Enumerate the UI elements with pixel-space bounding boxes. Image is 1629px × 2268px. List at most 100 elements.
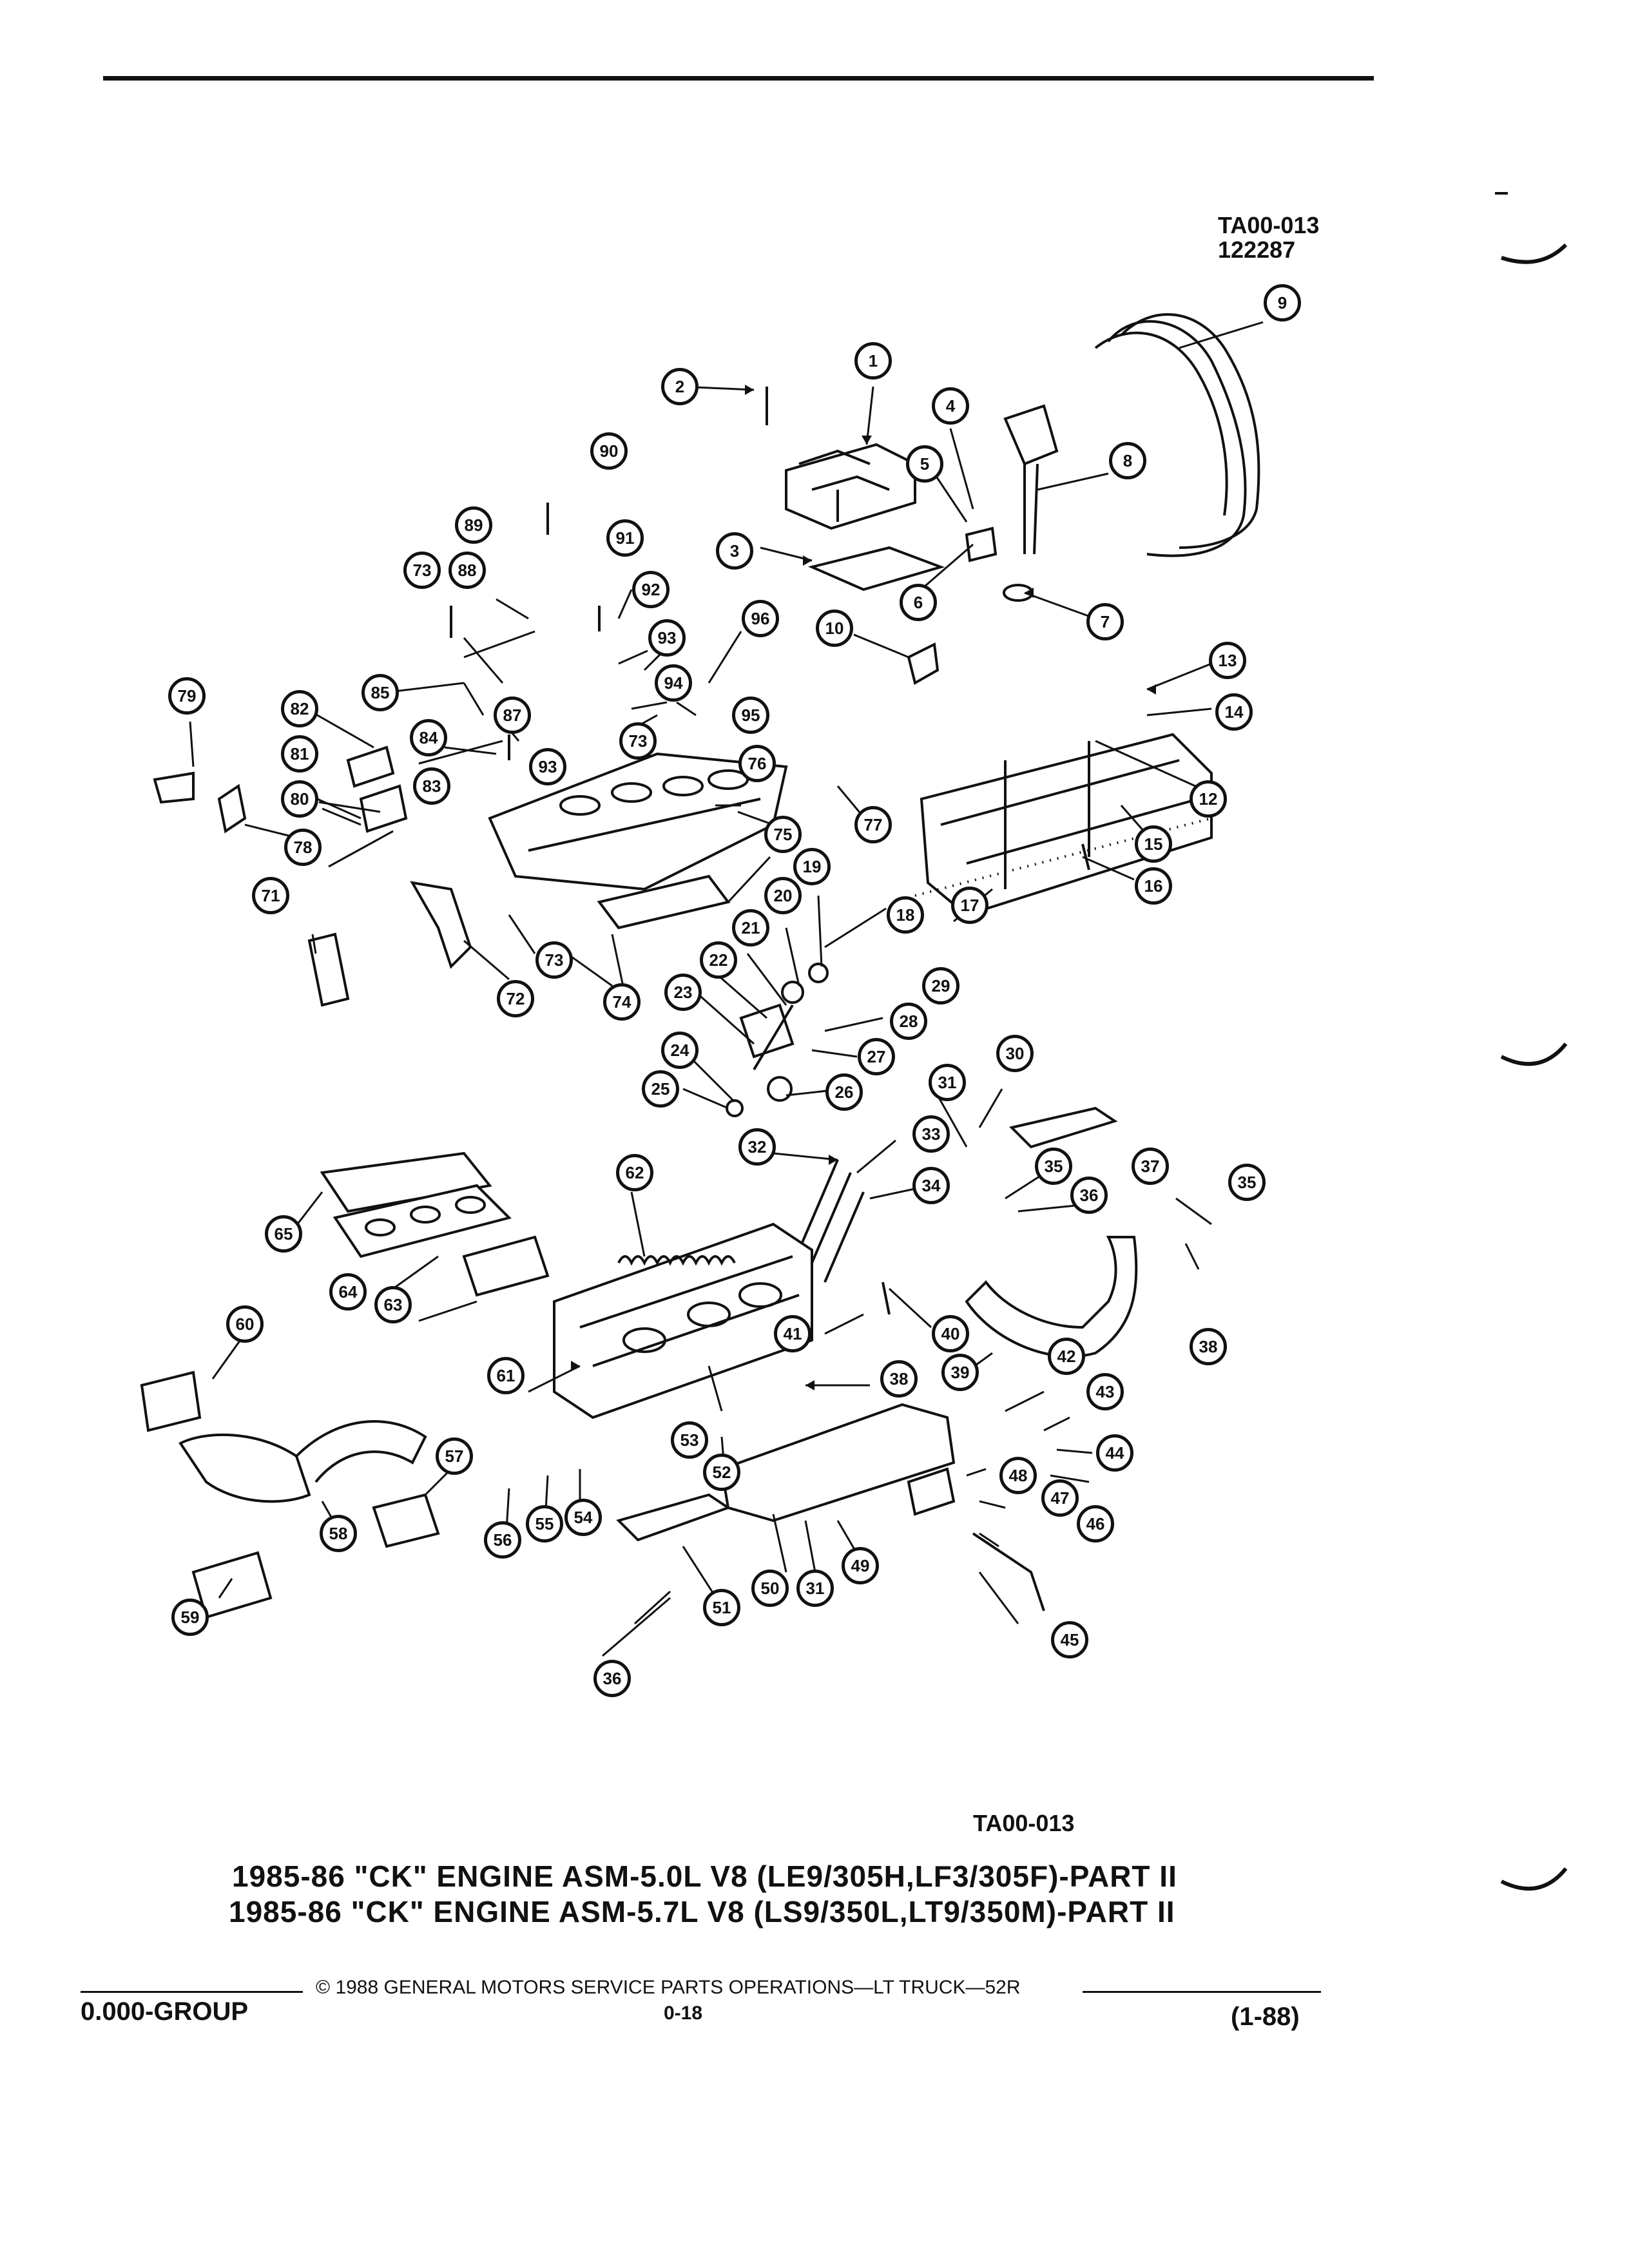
callout-72: 72 — [497, 980, 534, 1017]
footer-group: 0.000-GROUP — [81, 1997, 249, 2026]
callout-77: 77 — [854, 806, 892, 843]
callout-81: 81 — [281, 735, 318, 773]
callout-52: 52 — [703, 1454, 740, 1491]
callout-96: 96 — [742, 600, 779, 637]
callout-13: 13 — [1209, 642, 1246, 679]
callout-85: 85 — [361, 674, 399, 711]
callout-89: 89 — [455, 506, 492, 544]
callout-90: 90 — [590, 432, 628, 470]
callout-58: 58 — [320, 1515, 357, 1552]
callout-12: 12 — [1190, 780, 1227, 818]
callout-57: 57 — [436, 1437, 473, 1475]
callout-55: 55 — [526, 1505, 563, 1542]
callout-33: 33 — [912, 1115, 950, 1153]
callout-41: 41 — [774, 1315, 811, 1352]
callout-91: 91 — [606, 519, 644, 557]
callout-45: 45 — [1051, 1621, 1088, 1658]
footer-page-number: 0-18 — [664, 2003, 703, 2024]
callout-29: 29 — [922, 967, 959, 1004]
callout-93b: 93 — [529, 748, 566, 785]
callout-38: 38 — [1190, 1328, 1227, 1365]
callout-36b: 36 — [593, 1660, 631, 1697]
exploded-parts-diagram — [140, 313, 1264, 1657]
callout-54: 54 — [564, 1499, 602, 1536]
page-title-line-1: 1985-86 "CK" ENGINE ASM-5.0L V8 (LE9/305… — [232, 1860, 1177, 1893]
callout-18: 18 — [887, 896, 924, 934]
callout-26: 26 — [825, 1073, 863, 1111]
footer-rule-right — [1083, 1991, 1321, 1993]
footer-copyright: © 1988 GENERAL MOTORS SERVICE PARTS OPER… — [316, 1977, 1021, 1998]
diagram-ref-code-bottom: TA00-013 — [973, 1810, 1075, 1836]
callout-5: 5 — [906, 445, 943, 483]
footer-rule-left — [81, 1991, 303, 1993]
top-rule — [103, 76, 1374, 81]
callout-88: 88 — [448, 552, 486, 589]
callout-84: 84 — [410, 719, 447, 756]
callout-49: 49 — [842, 1547, 879, 1584]
callout-51: 51 — [703, 1589, 740, 1626]
callout-7: 7 — [1086, 603, 1124, 640]
callout-73a: 73 — [535, 941, 573, 979]
callout-78: 78 — [284, 829, 322, 866]
callout-8: 8 — [1109, 442, 1146, 479]
callout-24: 24 — [661, 1032, 699, 1069]
callout-37: 37 — [1132, 1148, 1169, 1185]
callout-23: 23 — [664, 974, 702, 1011]
callout-43: 43 — [1086, 1373, 1124, 1410]
callout-60: 60 — [226, 1305, 264, 1343]
callout-42: 42 — [1048, 1338, 1085, 1375]
callout-31b: 31 — [796, 1570, 834, 1607]
callout-62: 62 — [616, 1154, 653, 1191]
callout-31: 31 — [929, 1064, 966, 1101]
callout-4: 4 — [932, 387, 969, 425]
callout-22: 22 — [700, 941, 737, 979]
callout-53: 53 — [671, 1421, 708, 1459]
callout-28: 28 — [890, 1003, 927, 1040]
callout-80: 80 — [281, 780, 318, 818]
callout-63: 63 — [374, 1286, 412, 1323]
callout-20: 20 — [764, 877, 802, 914]
callout-83: 83 — [413, 767, 450, 805]
footer-revision: (1-88) — [1231, 2003, 1300, 2031]
callout-73c: 73 — [619, 722, 657, 760]
callout-79: 79 — [168, 677, 206, 715]
callout-73b: 73 — [403, 552, 441, 589]
callout-95: 95 — [732, 697, 769, 734]
callout-38b: 38 — [880, 1360, 918, 1398]
callout-1: 1 — [854, 342, 892, 380]
callout-36: 36 — [1070, 1177, 1108, 1214]
callout-27: 27 — [858, 1038, 895, 1075]
callout-15: 15 — [1135, 825, 1172, 863]
callout-17: 17 — [951, 887, 988, 924]
page-title-line-2: 1985-86 "CK" ENGINE ASM-5.7L V8 (LS9/350… — [229, 1895, 1175, 1928]
callout-35b: 35 — [1228, 1164, 1266, 1201]
callout-76: 76 — [738, 745, 776, 782]
callout-39: 39 — [941, 1354, 979, 1391]
callout-44: 44 — [1096, 1434, 1133, 1472]
margin-marks — [1495, 192, 1568, 1891]
callout-3: 3 — [716, 532, 753, 570]
callout-25: 25 — [642, 1070, 679, 1108]
callout-94: 94 — [655, 664, 692, 702]
callout-35: 35 — [1035, 1148, 1072, 1185]
callout-64: 64 — [329, 1273, 367, 1311]
callout-6: 6 — [900, 584, 937, 621]
callout-93a: 93 — [648, 619, 686, 657]
callout-2: 2 — [661, 368, 699, 405]
callout-50: 50 — [751, 1570, 789, 1607]
callout-16: 16 — [1135, 867, 1172, 905]
callout-21: 21 — [732, 909, 769, 947]
callout-10: 10 — [816, 610, 853, 647]
callout-30: 30 — [996, 1035, 1034, 1072]
callout-14: 14 — [1215, 693, 1253, 731]
callout-40: 40 — [932, 1315, 969, 1352]
diagram-ref-code: TA00-013 — [1218, 212, 1320, 238]
callout-34: 34 — [912, 1167, 950, 1204]
callout-74: 74 — [603, 983, 641, 1021]
callout-46: 46 — [1077, 1505, 1114, 1542]
callout-92: 92 — [632, 571, 670, 608]
callout-9: 9 — [1264, 284, 1301, 322]
callout-59: 59 — [171, 1599, 209, 1636]
callout-56: 56 — [484, 1521, 521, 1559]
callout-48: 48 — [999, 1457, 1037, 1494]
